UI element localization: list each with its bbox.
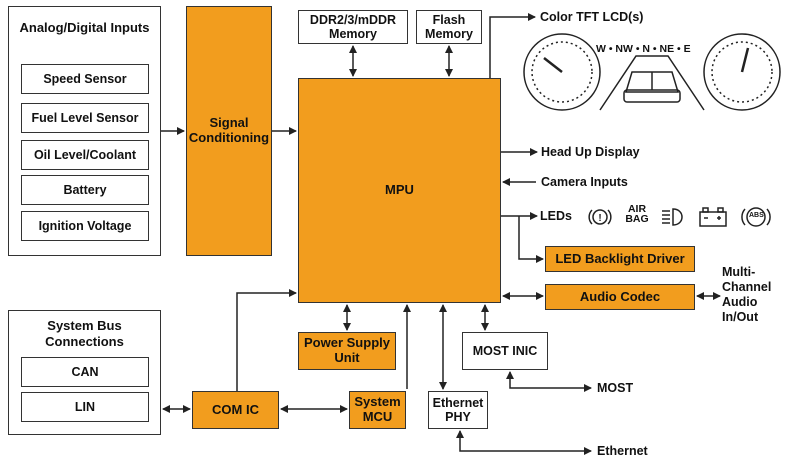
airbag-icon: AIR BAG: [624, 205, 650, 225]
svg-text:!: !: [598, 213, 601, 224]
compass-label: W • NW • N • NE • E: [596, 43, 691, 55]
head-up-display-label: Head Up Display: [541, 145, 640, 159]
camera-inputs-label: Camera Inputs: [541, 175, 628, 189]
ethernet-label: Ethernet: [597, 444, 648, 458]
brake-warning-icon: !: [588, 205, 612, 229]
color-tft-lcd-label: Color TFT LCD(s): [540, 10, 643, 24]
abs-label: ABS: [749, 212, 764, 219]
leds-label: LEDs: [540, 209, 572, 223]
battery-icon: [698, 206, 728, 228]
multi-channel-audio-label: Multi-Channel Audio In/Out: [722, 265, 780, 325]
headlight-icon: [660, 206, 686, 228]
most-label: MOST: [597, 381, 633, 395]
